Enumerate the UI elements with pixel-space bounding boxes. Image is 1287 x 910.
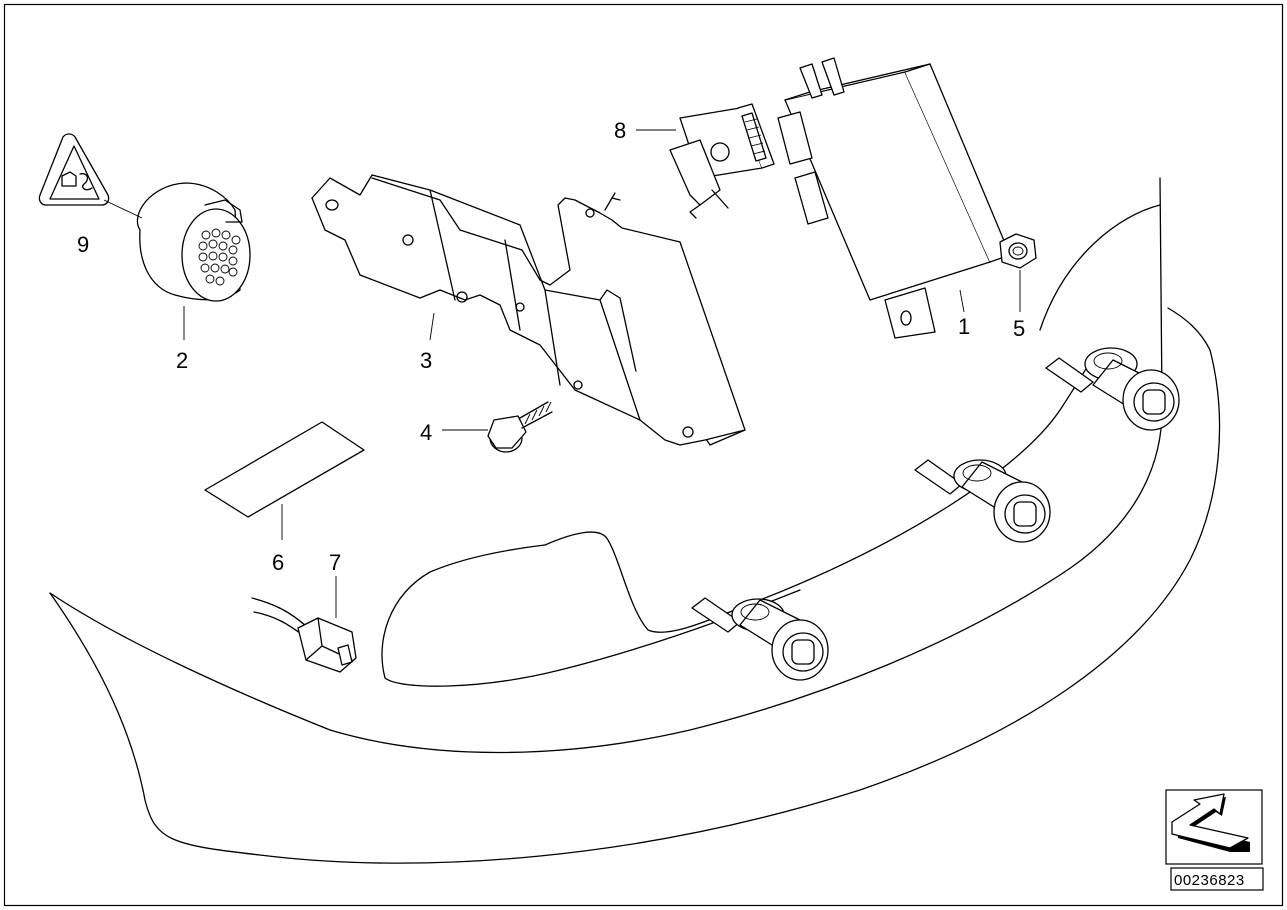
parking-sensor-middle <box>914 459 1051 543</box>
connector-pins <box>198 228 241 286</box>
callout-4: 4 <box>420 420 432 445</box>
orientation-box <box>1165 789 1263 865</box>
drawing-number: 00236823 <box>1174 872 1245 889</box>
callout-2: 2 <box>176 348 188 373</box>
plug-connector <box>251 597 357 673</box>
wiring-connector <box>669 103 775 219</box>
drawing-number-box <box>1170 867 1264 891</box>
callout-5: 5 <box>1013 316 1025 341</box>
control-unit <box>777 57 1011 339</box>
hex-nut <box>999 233 1037 269</box>
label-sheet <box>204 421 365 518</box>
warning-triangle-icon <box>38 133 110 206</box>
callout-3: 3 <box>420 348 432 373</box>
callout-6: 6 <box>272 550 284 575</box>
callout-9: 9 <box>77 232 89 257</box>
callout-1: 1 <box>958 314 970 339</box>
bumper-outline <box>49 177 1221 864</box>
parking-sensor-right <box>1045 347 1180 431</box>
callout-7: 7 <box>329 550 341 575</box>
mounting-bracket <box>311 174 746 446</box>
diagram-frame <box>3 3 1284 907</box>
screw-bolt <box>487 401 553 453</box>
direction-arrow-icon <box>1171 793 1250 852</box>
parking-sensor-left <box>691 597 829 681</box>
callout-8: 8 <box>614 118 626 143</box>
round-connector <box>136 182 251 302</box>
